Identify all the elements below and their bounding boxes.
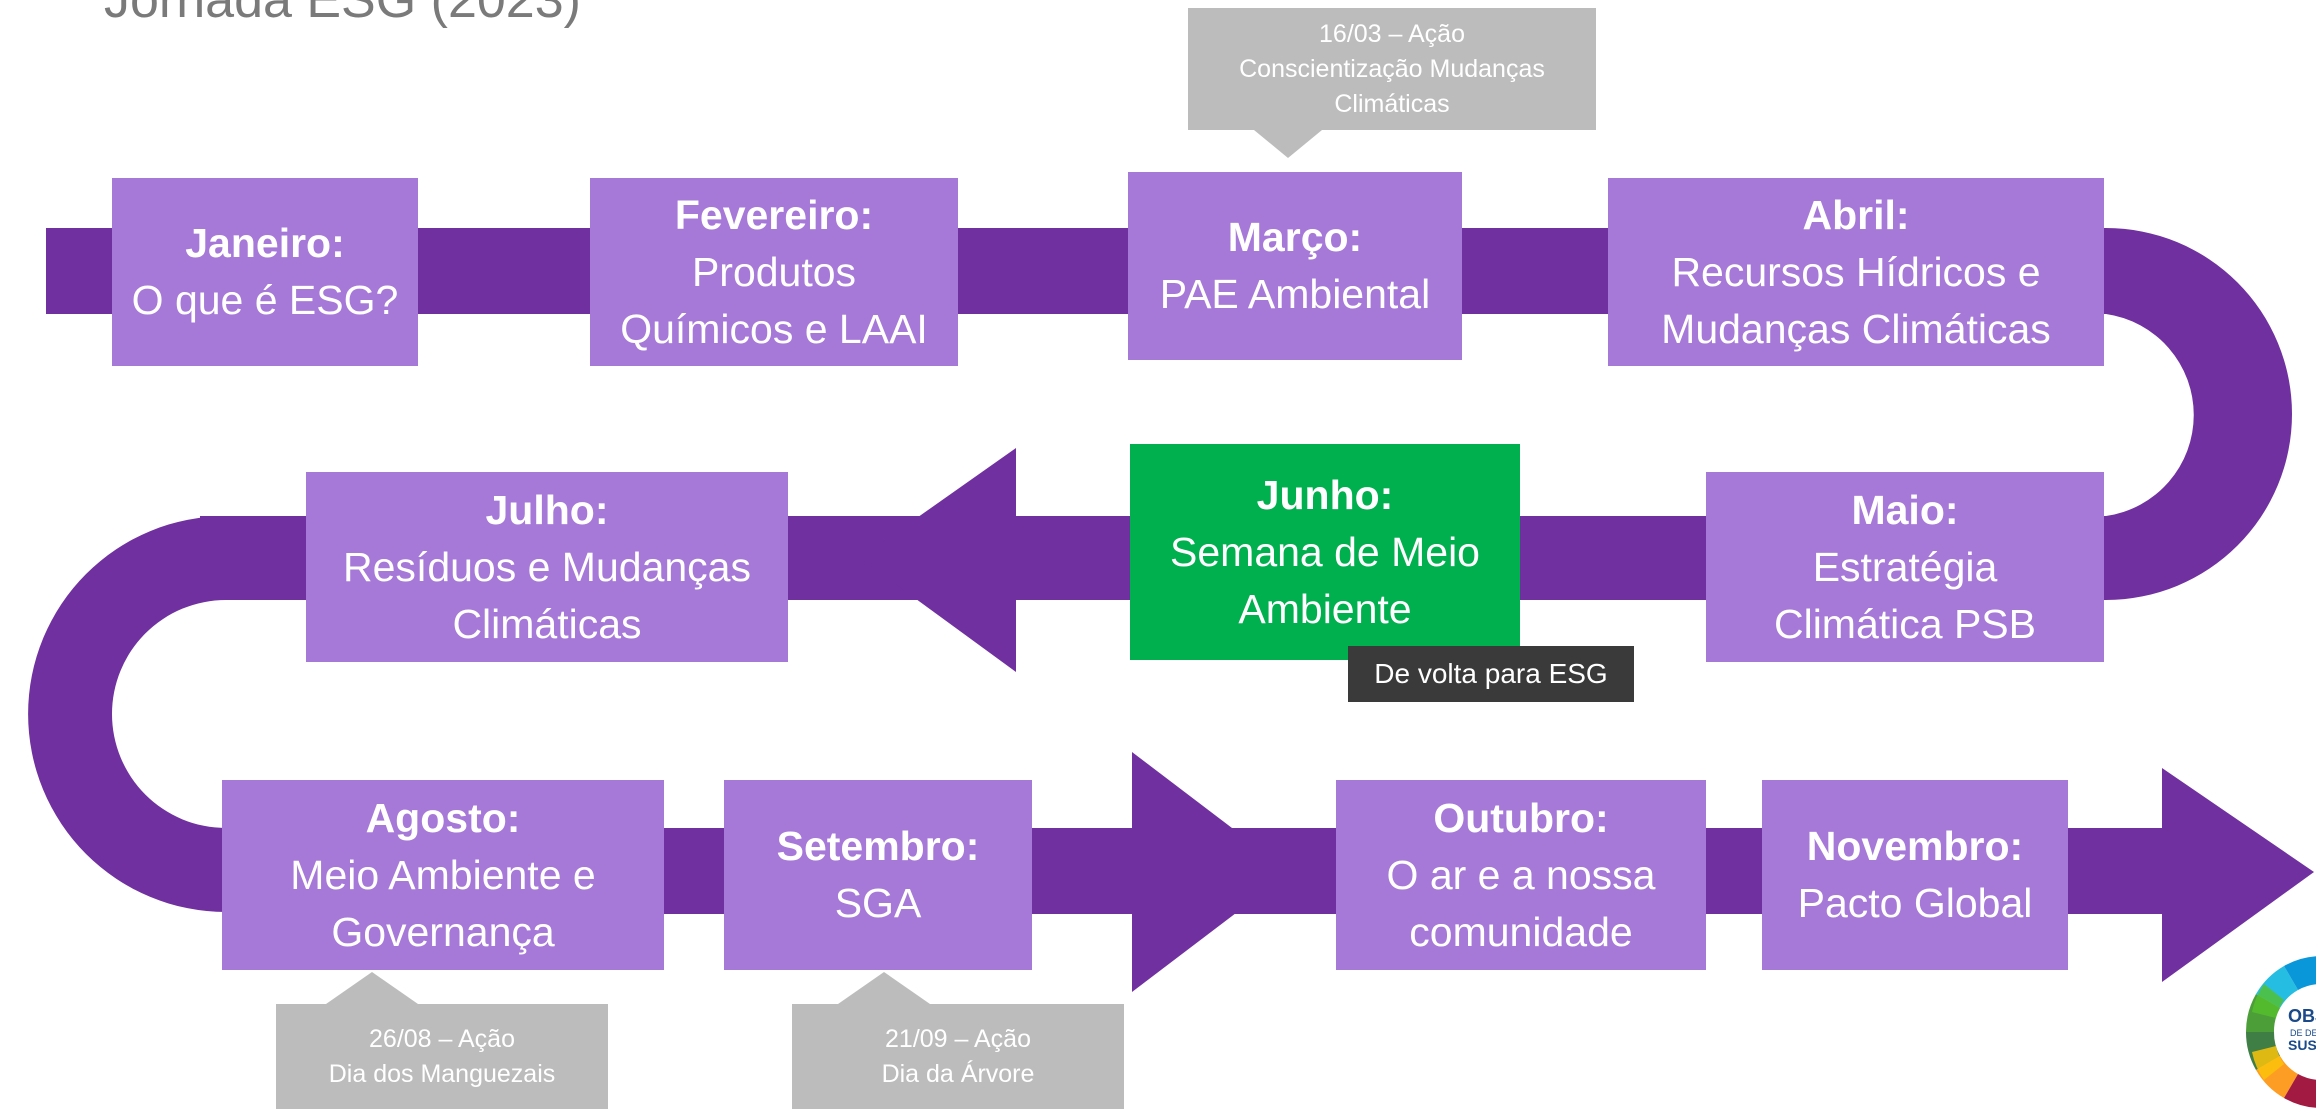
month-topic: O que é ESG? — [131, 277, 399, 323]
callout-text: Climáticas — [1334, 89, 1450, 118]
month-card-fevereiro: Fevereiro: Produtos Químicos e LAAI — [590, 178, 958, 366]
month-card-outubro: Outubro: O ar e a nossa comunidade — [1336, 780, 1706, 970]
callout-date: 21/09 – Ação — [885, 1024, 1031, 1053]
month-card-janeiro: Janeiro: O que é ESG? — [112, 178, 418, 366]
callout-pointer — [326, 972, 418, 1004]
callout-text: Conscientização Mudanças — [1239, 54, 1545, 83]
junho-sub-label: De volta para ESG — [1348, 646, 1634, 702]
month-label: Abril: — [1802, 191, 1910, 238]
sdg-wheel-logo: OBJ DE DES SUST — [2245, 956, 2316, 1108]
callout-marco: 16/03 – Ação Conscientização Mudanças Cl… — [1188, 8, 1596, 130]
month-topic: Recursos Hídricos e Mudanças Climáticas — [1661, 248, 2051, 352]
callout-setembro: 21/09 – Ação Dia da Árvore — [792, 1004, 1124, 1109]
month-topic: SGA — [834, 880, 922, 926]
month-topic: Estratégia Climática PSB — [1773, 543, 2036, 647]
month-label: Fevereiro: — [674, 191, 874, 238]
callout-date: 26/08 – Ação — [369, 1024, 515, 1053]
month-topic: PAE Ambiental — [1159, 271, 1431, 317]
month-label: Março: — [1227, 214, 1363, 260]
month-topic: Pacto Global — [1797, 880, 2033, 926]
track-arrow-mid — [1132, 752, 1290, 992]
track-arrow-left-head — [860, 448, 1016, 672]
month-topic: Resíduos e Mudanças Climáticas — [343, 543, 751, 647]
sdg-text-1: OBJ — [2288, 1006, 2316, 1026]
track-arrow-end — [2162, 768, 2314, 982]
month-label: Janeiro: — [185, 220, 345, 266]
sdg-text-2: DE DES — [2290, 1028, 2316, 1038]
callout-text: Dia dos Manguezais — [328, 1059, 556, 1088]
track-turn-right — [2106, 228, 2292, 600]
month-topic: Meio Ambiente e Governança — [290, 851, 596, 955]
month-card-maio: Maio: Estratégia Climática PSB — [1706, 472, 2104, 662]
month-topic: Semana de Meio Ambiente — [1170, 528, 1480, 632]
month-topic: Produtos Químicos e LAAI — [620, 248, 928, 352]
month-card-julho: Julho: Resíduos e Mudanças Climáticas — [306, 472, 788, 662]
callout-agosto: 26/08 – Ação Dia dos Manguezais — [276, 1004, 608, 1109]
month-card-agosto: Agosto: Meio Ambiente e Governança — [222, 780, 664, 970]
month-label: Setembro: — [776, 823, 980, 869]
callout-date: 16/03 – Ação — [1319, 19, 1465, 48]
callout-pointer — [1254, 130, 1322, 158]
month-label: Maio: — [1851, 486, 1959, 533]
month-card-marco: Março: PAE Ambiental — [1128, 172, 1462, 360]
month-label: Agosto: — [365, 794, 521, 841]
page-title: Jornada ESG (2023) — [104, 0, 581, 29]
month-label: Julho: — [485, 486, 609, 533]
month-topic: O ar e a nossa comunidade — [1386, 851, 1656, 955]
callout-text: Dia da Árvore — [881, 1059, 1035, 1088]
month-card-setembro: Setembro: SGA — [724, 780, 1032, 970]
track-turn-left — [28, 516, 226, 912]
month-card-novembro: Novembro: Pacto Global — [1762, 780, 2068, 970]
callout-pointer — [838, 972, 930, 1004]
month-label: Junho: — [1256, 471, 1394, 518]
month-card-abril: Abril: Recursos Hídricos e Mudanças Clim… — [1608, 178, 2104, 366]
sdg-text-3: SUST — [2288, 1037, 2316, 1053]
month-label: Novembro: — [1806, 823, 2024, 869]
month-label: Outubro: — [1433, 794, 1609, 841]
month-card-junho: Junho: Semana de Meio Ambiente — [1130, 444, 1520, 660]
